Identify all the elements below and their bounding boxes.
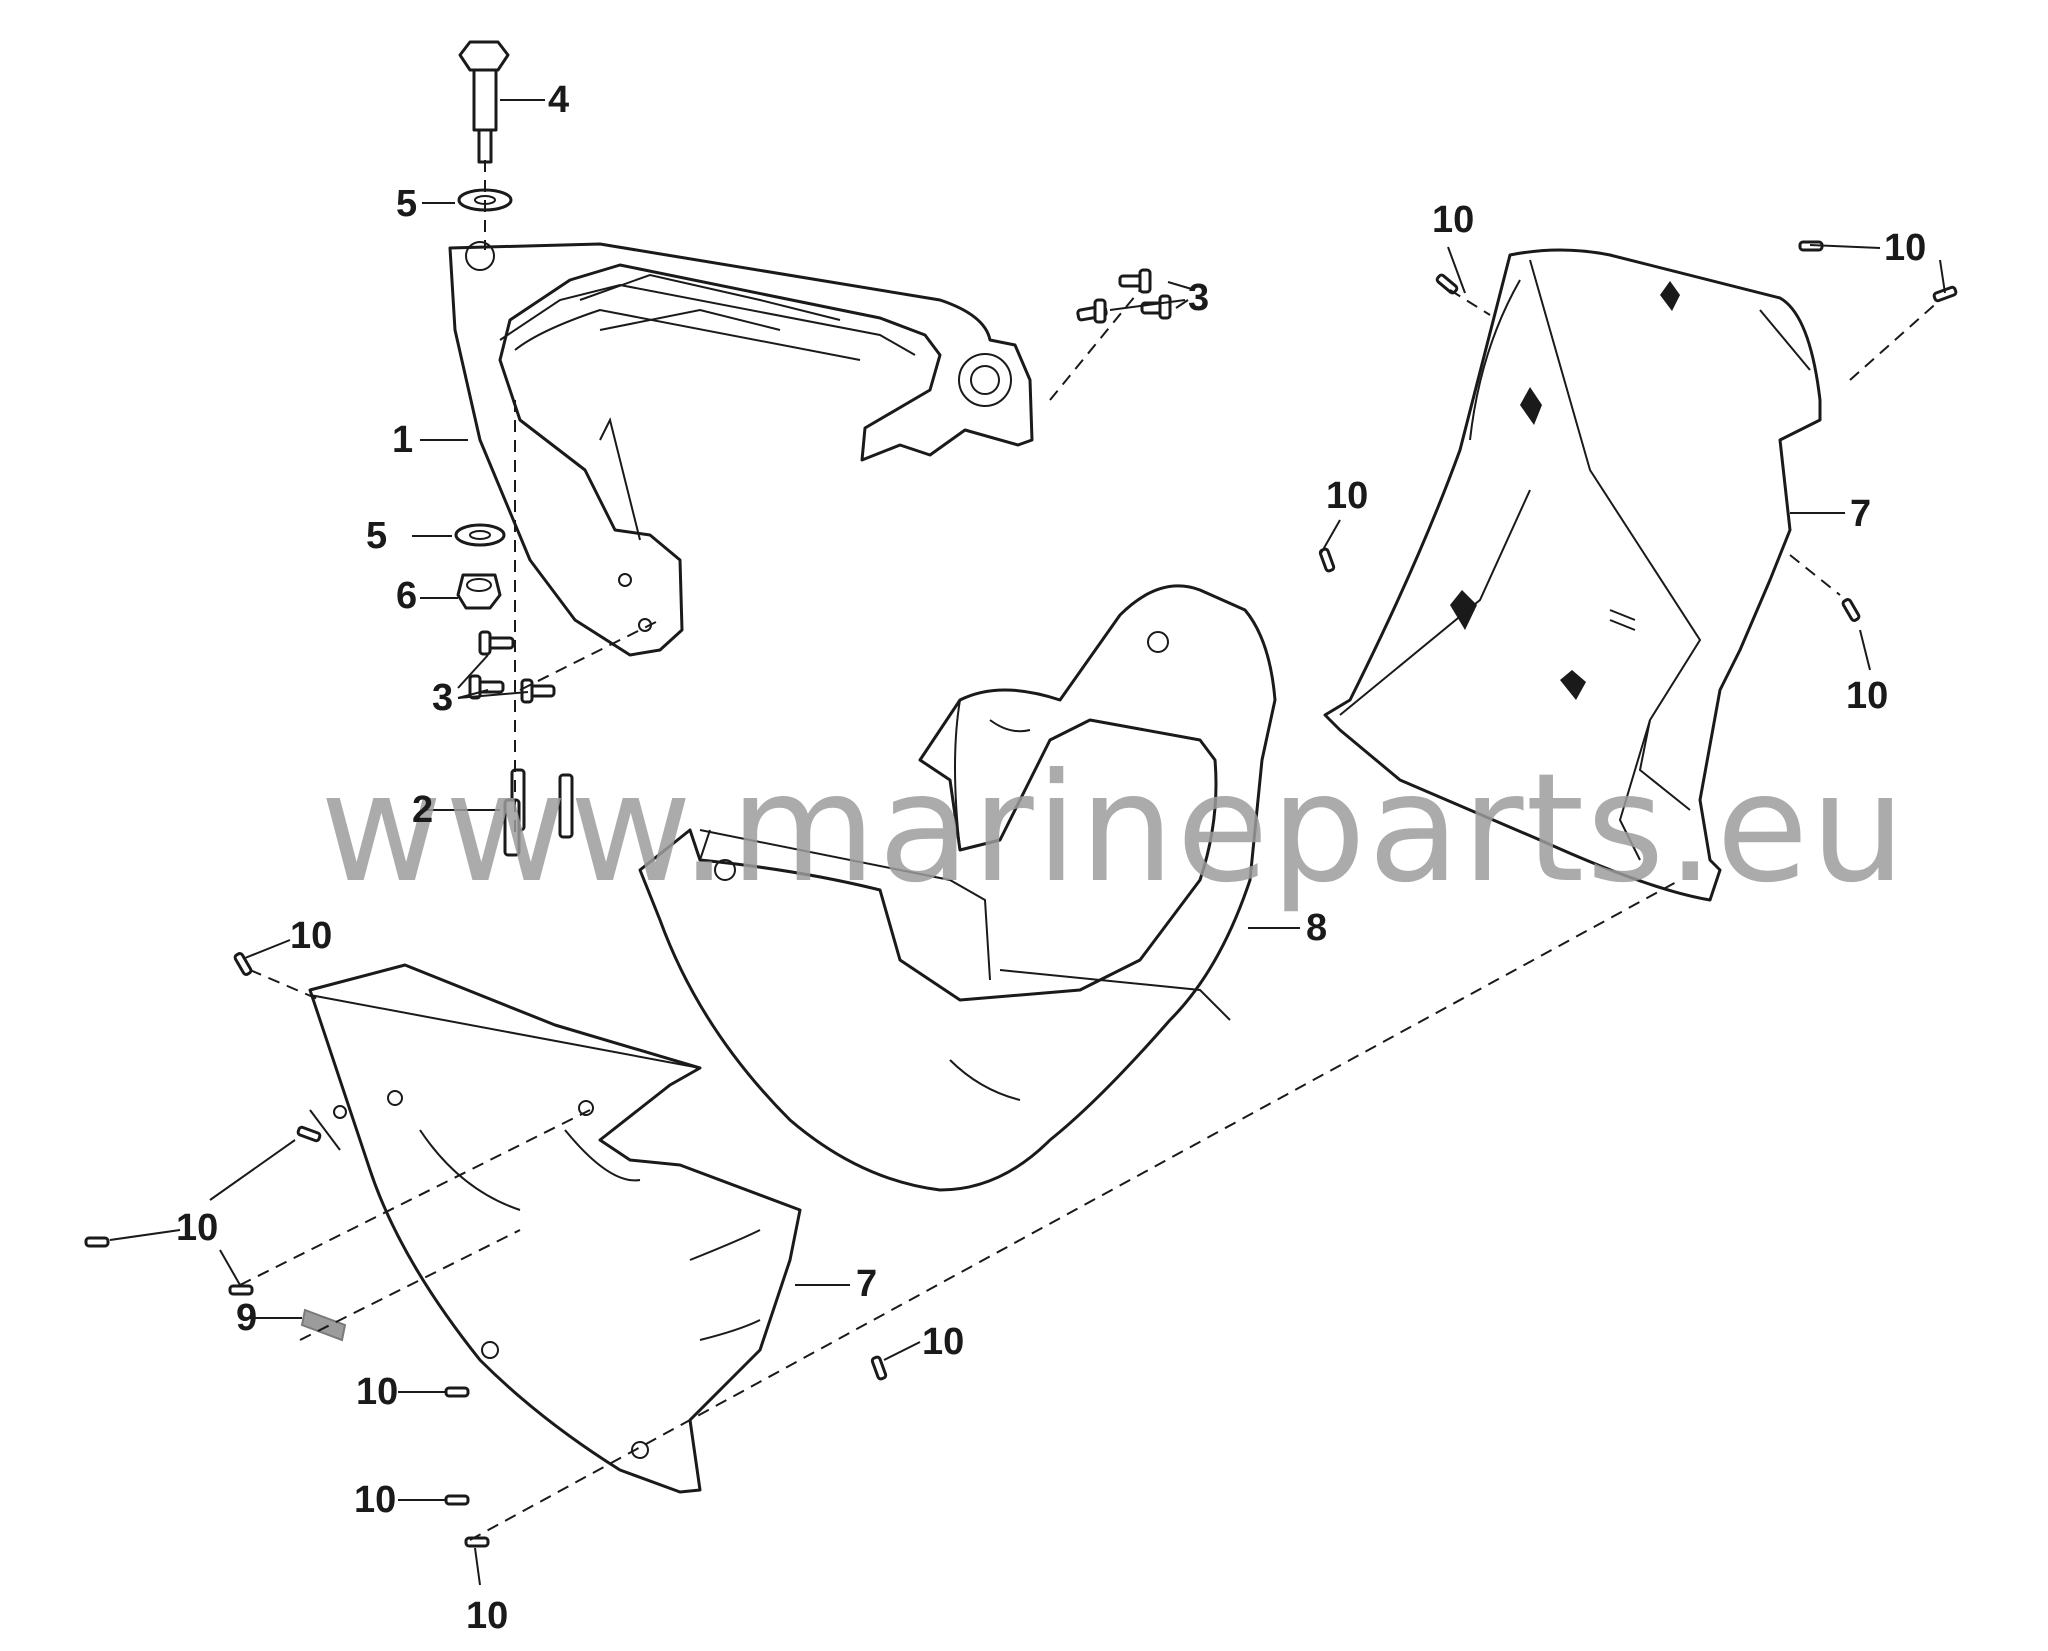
callout-10-center-low: 10 — [922, 1321, 964, 1363]
callout-numbers: 4 5 3 1 5 6 3 2 10 10 10 7 10 8 10 10 9 … — [176, 79, 1926, 1637]
assembly-lines — [239, 160, 1941, 1541]
part-1-bracket — [448, 241, 1034, 657]
part-9-decal — [300, 1308, 347, 1342]
callout-8: 8 — [1306, 907, 1327, 949]
callout-2: 2 — [412, 789, 433, 831]
part-5-washer-lower — [454, 523, 506, 547]
part-7-left-panel — [308, 963, 802, 1494]
callout-10-left-low-a: 10 — [356, 1371, 398, 1413]
part-6-nut — [456, 573, 502, 610]
watermark-text: www.marineparts.eu — [320, 742, 1908, 916]
part-3-screws — [468, 268, 1172, 704]
callout-10-right-mid: 10 — [1326, 475, 1368, 517]
callout-5-upper: 5 — [396, 183, 417, 225]
callout-7-right: 7 — [1850, 493, 1871, 535]
callout-4: 4 — [548, 79, 569, 121]
callout-10-right-top-right: 10 — [1884, 227, 1926, 269]
part-4-bolt — [458, 40, 510, 164]
callout-5-lower: 5 — [366, 515, 387, 557]
callout-9: 9 — [236, 1297, 257, 1339]
fastener-clip-icon — [1450, 281, 1680, 700]
leader-lines — [109, 99, 1946, 1586]
callout-10-bottom: 10 — [466, 1595, 508, 1637]
callout-10-left-mid: 10 — [176, 1207, 218, 1249]
callout-6: 6 — [396, 575, 417, 617]
callout-10-left-top: 10 — [290, 915, 332, 957]
callout-10-right-low: 10 — [1846, 675, 1888, 717]
callout-10-right-top-left: 10 — [1432, 199, 1474, 241]
part-7-right-panel — [1323, 248, 1822, 902]
callout-3-lower: 3 — [432, 677, 453, 719]
callout-10-left-low-b: 10 — [354, 1479, 396, 1521]
part-2-studs — [503, 768, 574, 857]
callout-3-upper: 3 — [1188, 277, 1209, 319]
callout-1: 1 — [392, 419, 413, 461]
callout-7-left: 7 — [856, 1263, 877, 1305]
part-10-screws — [84, 240, 1958, 1548]
part-8-center-cowl — [638, 584, 1277, 1192]
